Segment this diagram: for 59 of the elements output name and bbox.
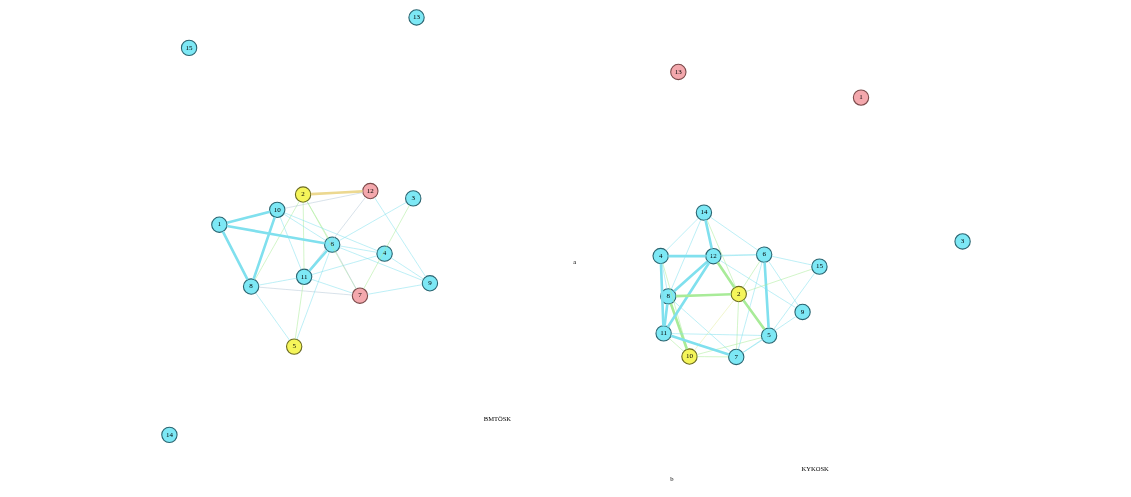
connector — [742, 260, 760, 288]
connector — [338, 202, 407, 242]
connector — [307, 249, 328, 272]
connector — [735, 301, 739, 350]
connector — [310, 190, 363, 196]
connector — [279, 216, 302, 270]
connector — [673, 301, 731, 353]
connector — [294, 284, 303, 340]
connector — [335, 251, 357, 290]
connector — [741, 299, 766, 331]
connector — [339, 245, 377, 253]
connector — [283, 213, 326, 241]
connector — [665, 217, 699, 251]
connector — [670, 334, 729, 356]
connector — [670, 219, 701, 290]
connector — [366, 284, 423, 295]
connector — [672, 260, 708, 293]
connector — [770, 256, 812, 266]
connector — [254, 292, 290, 341]
connector — [696, 356, 729, 358]
connector — [693, 299, 734, 351]
connector — [258, 286, 353, 296]
connector — [308, 196, 366, 271]
connector — [762, 262, 770, 328]
connector — [667, 254, 757, 257]
connector — [251, 216, 276, 280]
connector — [306, 201, 356, 290]
connector — [716, 261, 736, 289]
connector — [667, 254, 706, 258]
connector — [662, 303, 669, 326]
connector — [675, 292, 731, 298]
connector — [669, 303, 688, 350]
connector — [737, 261, 762, 350]
connector — [284, 192, 363, 209]
connector — [670, 333, 762, 336]
connector — [662, 263, 688, 350]
connector — [741, 316, 796, 353]
connector — [745, 268, 812, 292]
connector — [703, 219, 713, 249]
connector — [306, 201, 329, 239]
connector — [666, 262, 710, 328]
connector — [226, 210, 270, 225]
connector — [720, 254, 757, 257]
connector — [257, 277, 297, 286]
connector — [390, 257, 424, 280]
connector — [696, 337, 762, 355]
connector — [709, 216, 758, 251]
connector — [719, 260, 796, 309]
connector — [659, 263, 665, 326]
connector — [302, 202, 304, 270]
connector — [221, 231, 249, 281]
connector — [310, 279, 353, 294]
connector — [767, 260, 798, 306]
connector — [362, 204, 410, 290]
connector — [772, 272, 815, 330]
connector — [661, 263, 667, 290]
connector — [668, 338, 684, 352]
connector — [226, 224, 325, 245]
connector — [310, 255, 377, 275]
